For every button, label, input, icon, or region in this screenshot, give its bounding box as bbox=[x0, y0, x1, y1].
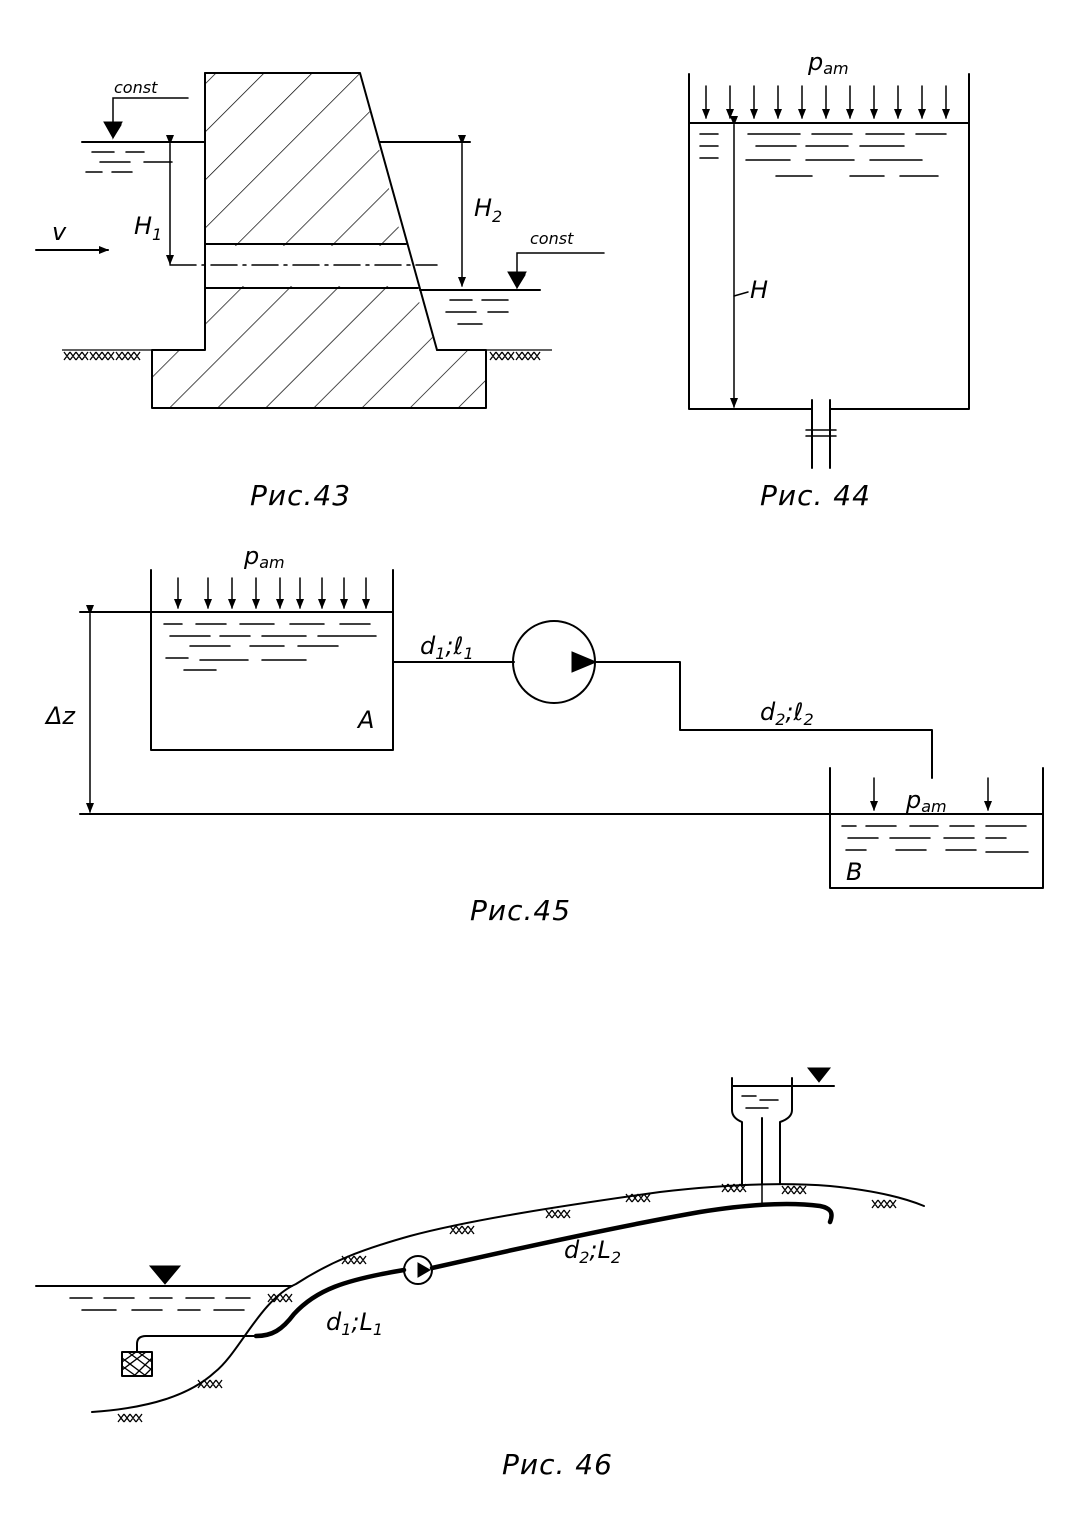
fig43-caption: Рис.43 bbox=[250, 479, 351, 512]
fig46-ground-hatch bbox=[117, 1183, 897, 1423]
dam-upper-body bbox=[205, 73, 414, 288]
fig44-tank-diagram: pam H Рис. 44 bbox=[688, 48, 970, 512]
fig46-pipe2-label: d2;L2 bbox=[564, 1236, 621, 1267]
tank-a bbox=[150, 569, 394, 751]
fig44-caption: Рис. 44 bbox=[760, 479, 871, 512]
fig45-bottom-pressure-label: pam bbox=[905, 786, 947, 816]
fig43-const-left-label: const bbox=[114, 78, 158, 97]
fig46-profile-diagram: d1;L1 d2;L2 Рис. 46 bbox=[35, 1067, 925, 1481]
fig43-const-right-label: const bbox=[530, 229, 574, 248]
fig43-h1-label: H1 bbox=[134, 212, 162, 244]
fig45-pipe1-label: d1;ℓ1 bbox=[420, 632, 474, 663]
fig43-velocity-label: v bbox=[52, 218, 67, 246]
dam-lower-body bbox=[152, 288, 486, 408]
fig45-caption: Рис.45 bbox=[470, 894, 571, 927]
tank-b bbox=[829, 767, 1044, 889]
fig45-tank-b-label: B bbox=[846, 858, 862, 886]
fig46-pipe1-label: d1;L1 bbox=[326, 1308, 383, 1339]
fig45-pumping-diagram: pam A Δz pam B d1;ℓ1 d2;ℓ2 Рис.45 bbox=[44, 542, 1044, 927]
pressure-arrows bbox=[702, 85, 950, 119]
fig45-dz-label: Δz bbox=[44, 702, 76, 730]
fig44-pressure-label: pam bbox=[807, 48, 849, 78]
fig43-h2-label: H2 bbox=[474, 194, 502, 226]
tank-a-pressure-arrows bbox=[174, 577, 370, 609]
fig46-caption: Рис. 46 bbox=[502, 1448, 613, 1481]
pressure-pipe bbox=[429, 1201, 834, 1271]
water-tower bbox=[731, 1077, 793, 1185]
fig44-head-label: H bbox=[750, 276, 768, 304]
suction-pipe bbox=[253, 1267, 407, 1339]
fig45-tank-a-label: A bbox=[356, 706, 374, 734]
ground-profile bbox=[91, 1183, 925, 1413]
fig45-pipe2-label: d2;ℓ2 bbox=[760, 698, 814, 729]
fig45-top-pressure-label: pam bbox=[243, 542, 285, 572]
fig43-dam-diagram: const v H1 H2 const Рис.43 bbox=[35, 72, 605, 512]
